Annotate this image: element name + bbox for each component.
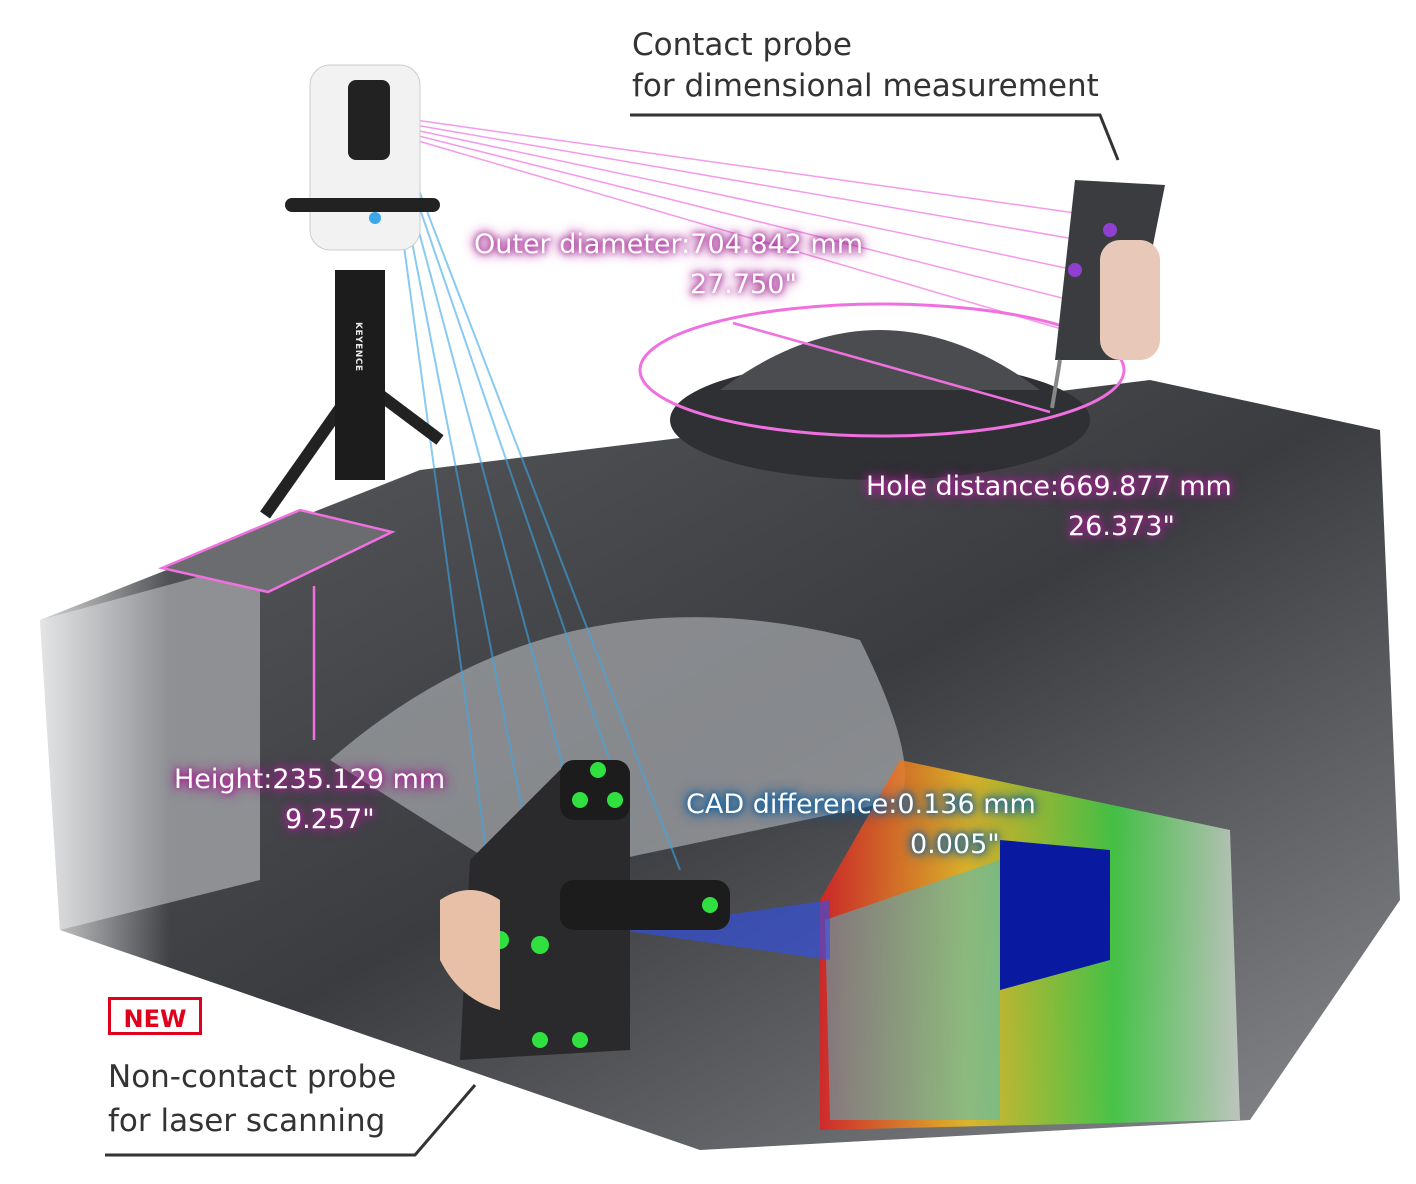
hole-distance-inch: 26.373" (1068, 511, 1175, 542)
hole-distance-line (732, 321, 1051, 414)
contact-probe-subtitle: for dimensional measurement (632, 68, 1099, 104)
contact-laser-beams (414, 119, 1091, 331)
height-label: Height:235.129 mm (174, 764, 446, 795)
height-inch: 9.257" (285, 804, 375, 835)
new-badge: NEW (108, 997, 202, 1035)
contact-probe-title: Contact probe (632, 27, 852, 63)
outer-diameter-inch: 27.750" (690, 269, 797, 300)
noncontact-probe (440, 760, 730, 1060)
noncontact-probe-title: Non-contact probe (108, 1059, 397, 1095)
outer-diameter-label: Outer diameter:704.842 mm (474, 229, 864, 260)
contact-leader-line (630, 113, 1120, 161)
hole-distance-label: Hole distance:669.877 mm (866, 471, 1232, 502)
cad-difference-inch: 0.005" (910, 829, 1000, 860)
scanner-laser-beams (394, 179, 681, 881)
laser-tracker (260, 64, 444, 519)
noncontact-probe-subtitle: for laser scanning (108, 1103, 386, 1139)
outer-diameter-circle (638, 302, 1126, 438)
contact-probe (1050, 180, 1165, 409)
tripod-brand-label: KEYENCE (353, 322, 363, 372)
noncontact-leader-line (105, 1084, 477, 1157)
cad-difference-label: CAD difference:0.136 mm (686, 789, 1036, 820)
height-plane (157, 508, 396, 594)
disk-dome (720, 330, 1040, 390)
scan-beam (620, 900, 830, 960)
